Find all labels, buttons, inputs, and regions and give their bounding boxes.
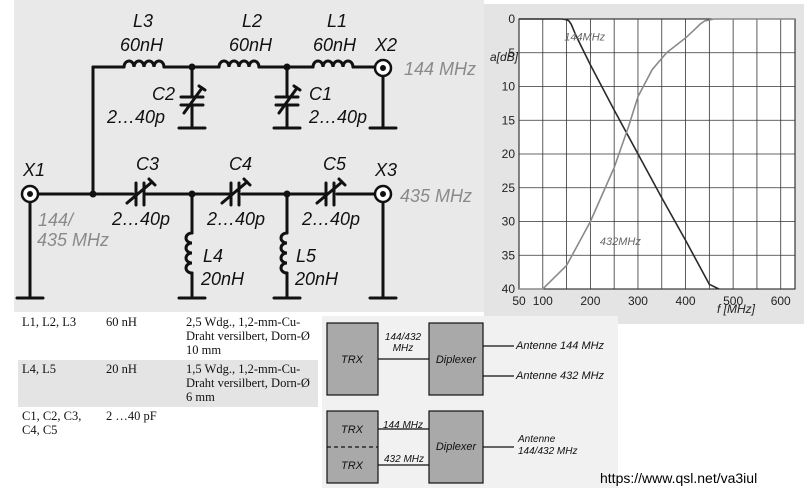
parts-cell-desc: 1,5 Wdg., 1,2-mm-Cu-Draht versilbert, Do… <box>182 360 318 407</box>
y-tick-label: 0 <box>508 12 515 26</box>
parts-cell-value: 60 nH <box>106 315 137 329</box>
c2-name: C2 <box>152 84 175 104</box>
x-axis-label: f [MHz] <box>717 302 756 316</box>
l3-name: L3 <box>133 11 153 31</box>
x1-freq-line1: 144/ <box>38 210 75 230</box>
l1-value: 60nH <box>313 35 357 55</box>
y-tick-label: 15 <box>502 113 516 127</box>
y-tick-label: 5 <box>508 46 515 60</box>
y-axis-label: a[dB] <box>490 50 519 64</box>
parts-cell-value: 2 …40 pF <box>106 409 157 423</box>
series-line-432MHz <box>519 18 795 290</box>
l3-value: 60nH <box>120 35 164 55</box>
x3-freq: 435 MHz <box>400 186 472 206</box>
c1-value: 2…40p <box>308 107 367 127</box>
link-144-label: 144 MHz <box>383 420 423 431</box>
parts-cell-parts: L4, L5 <box>18 360 102 407</box>
x2-name: X2 <box>374 35 397 55</box>
x3-name: X3 <box>374 160 397 180</box>
x1-freq-line2: 435 MHz <box>37 230 109 250</box>
trx-label-b: TRX <box>341 460 364 472</box>
l5-name: L5 <box>296 246 317 266</box>
x-tick-label: 200 <box>580 294 600 308</box>
diplexer-label-top: Diplexer <box>436 354 478 366</box>
c2-value: 2…40p <box>106 107 165 127</box>
c4-value: 2…40p <box>206 209 265 229</box>
parts-cell-parts: L1, L2, L3 <box>22 315 77 329</box>
c1-name: C1 <box>309 84 332 104</box>
x-tick-label: 500 <box>723 294 743 308</box>
x-tick-label: 300 <box>628 294 648 308</box>
trx-label-a: TRX <box>341 424 364 436</box>
x2-freq: 144 MHz <box>404 59 476 79</box>
x1-connector-icon <box>20 184 40 204</box>
source-url: https://www.qsl.net/va3iul <box>600 470 758 486</box>
parts-cell-parts: C1, C2, C3, C4, C5 <box>22 409 82 437</box>
c5-name: C5 <box>323 154 347 174</box>
l1-name: L1 <box>327 11 347 31</box>
block-diagrams: TRX Diplexer Antenne 144 MHz Antenne 432… <box>322 316 618 488</box>
x2-connector-icon <box>373 58 393 78</box>
antenne-144-label: Antenne 144 MHz <box>515 340 605 352</box>
x-tick-label: 100 <box>533 294 553 308</box>
l4-value: 20nH <box>200 269 245 289</box>
parts-table: L1, L2, L3 60 nH 2,5 Wdg., 1,2-mm-Cu-Draht… <box>18 313 318 440</box>
x-tick-label: 400 <box>676 294 696 308</box>
c3-value: 2…40p <box>111 209 170 229</box>
attenuation-chart: 0 5 10 15 20 25 30 35 40 50 100 200 300 400 500 600 14… <box>484 4 804 324</box>
parts-cell-desc <box>182 407 318 440</box>
series-label-432: 432MHz <box>600 236 641 248</box>
l2-value: 60nH <box>229 35 273 55</box>
y-tick-label: 25 <box>502 181 516 195</box>
c5-value: 2…40p <box>301 209 360 229</box>
link-432-label: 432 MHz <box>384 454 424 465</box>
y-tick-label: 20 <box>502 147 516 161</box>
c4-name: C4 <box>229 154 252 174</box>
y-tick-label: 10 <box>502 80 516 94</box>
x-tick-label: 50 <box>512 294 526 308</box>
diplexer-label-bottom: Diplexer <box>436 441 478 453</box>
parts-cell-value: 20 nH <box>102 360 182 407</box>
series-label-144: 144MHz <box>564 32 605 44</box>
series-line-144MHz <box>519 18 720 290</box>
circuit-schematic: L3 60nH L2 60nH L1 60nH X2 C2 2…40p C1 2… <box>14 0 484 312</box>
y-tick-label: 40 <box>502 282 516 296</box>
l5-value: 20nH <box>294 269 339 289</box>
y-tick-label: 30 <box>502 215 516 229</box>
l2-name: L2 <box>242 11 262 31</box>
parts-cell-desc: 2,5 Wdg., 1,2-mm-Cu-Draht versilbert, Do… <box>186 315 310 357</box>
diplexer-block-bottom <box>428 410 484 484</box>
y-tick-label: 35 <box>502 248 516 262</box>
x-tick-label: 600 <box>771 294 791 308</box>
antenne-432-label: Antenne 432 MHz <box>515 370 605 382</box>
c3-name: C3 <box>136 154 159 174</box>
trx-block-top <box>326 322 379 396</box>
x3-connector-icon <box>373 184 393 204</box>
l4-name: L4 <box>203 246 223 266</box>
x1-name: X1 <box>22 160 45 180</box>
parts-row: C1, C2, C3, C4, C5 2 …40 pF <box>18 407 318 440</box>
parts-row: L1, L2, L3 60 nH 2,5 Wdg., 1,2-mm-Cu-Draht… <box>18 313 318 360</box>
trx-label-top: TRX <box>341 354 364 366</box>
